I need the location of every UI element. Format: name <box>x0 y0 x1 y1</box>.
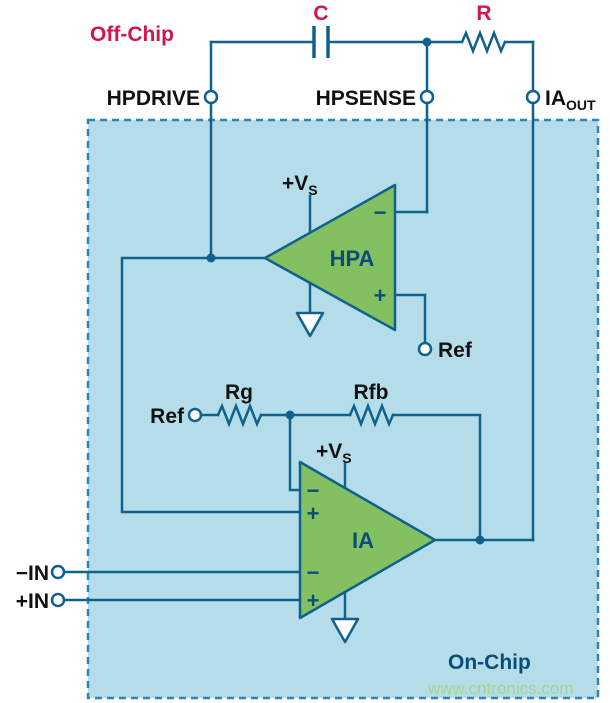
ground-icon <box>330 617 360 644</box>
positive-input-label: +IN <box>16 590 49 613</box>
hpa-ref-terminal <box>417 341 433 357</box>
junction-dot <box>475 535 485 545</box>
ia-fb-noninverting-glyph: + <box>307 501 320 526</box>
ia-amplifier: +VS − + − + IA −IN +IN <box>16 440 535 644</box>
iaout-label-main: IA <box>545 87 566 110</box>
ia-name: IA <box>352 528 374 553</box>
hpa-vs-main: +V <box>282 172 308 195</box>
chip-terminals: HPDRIVE HPSENSE IAOUT <box>107 87 596 542</box>
ia-fb-inverting-glyph: − <box>307 478 320 503</box>
opamp-triangle <box>263 183 397 332</box>
hpa-amplifier: +VS − + HPA Ref <box>120 172 473 514</box>
ia-ref-terminal <box>187 407 203 423</box>
off-chip-label: Off-Chip <box>90 23 174 46</box>
ia-inverting-glyph: − <box>307 560 320 585</box>
ground-icon <box>295 311 325 338</box>
positive-input-terminal <box>50 592 66 608</box>
negative-input-terminal <box>50 564 66 580</box>
ia-noninverting-glyph: + <box>307 588 320 613</box>
hpa-vs-label: +VS <box>282 172 318 198</box>
wire-rfb-to-output <box>391 413 482 542</box>
iaout-label: IAOUT <box>545 87 596 113</box>
ia-vs-label: +VS <box>316 440 352 466</box>
rfb-label: Rfb <box>354 381 389 404</box>
resistor-symbol <box>460 29 507 55</box>
hpsense-terminal <box>419 89 435 105</box>
hpdrive-terminal <box>203 89 219 105</box>
rg-resistor-symbol <box>216 402 263 428</box>
opamp-triangle <box>298 460 437 620</box>
junction-dot <box>422 37 432 47</box>
negative-input-label: −IN <box>16 562 49 585</box>
hpa-noninverting-glyph: + <box>374 283 387 308</box>
hpdrive-label: HPDRIVE <box>107 87 200 110</box>
junction-dot <box>285 410 295 420</box>
wire-hpa-output-feedback <box>120 256 302 514</box>
capacitor-label: C <box>313 2 328 25</box>
hpsense-label: HPSENSE <box>316 87 416 110</box>
iaout-label-sub: OUT <box>566 97 596 113</box>
junction-dot <box>206 253 216 263</box>
hpa-name: HPA <box>330 246 375 271</box>
rg-label: Rg <box>225 381 253 404</box>
hpa-ref-label: Ref <box>438 339 473 362</box>
gain-network: Ref Rg Rfb <box>150 381 482 542</box>
hpa-vs-sub: S <box>308 182 317 198</box>
ia-ref-label: Ref <box>150 405 185 428</box>
ia-vs-sub: S <box>342 450 351 466</box>
wire-junction-to-fb-input <box>288 413 302 492</box>
wire-hpa-noninverting-input <box>393 293 427 345</box>
off-chip-network: Off-Chip C R <box>90 2 535 93</box>
ia-vs-main: +V <box>316 440 342 463</box>
hpa-inverting-glyph: − <box>374 200 387 225</box>
on-chip-label: On-Chip <box>448 651 531 674</box>
iaout-terminal <box>525 89 541 105</box>
resistor-label: R <box>476 2 491 25</box>
watermark: www.cntronics.com <box>427 679 573 698</box>
rfb-resistor-symbol <box>348 402 395 428</box>
